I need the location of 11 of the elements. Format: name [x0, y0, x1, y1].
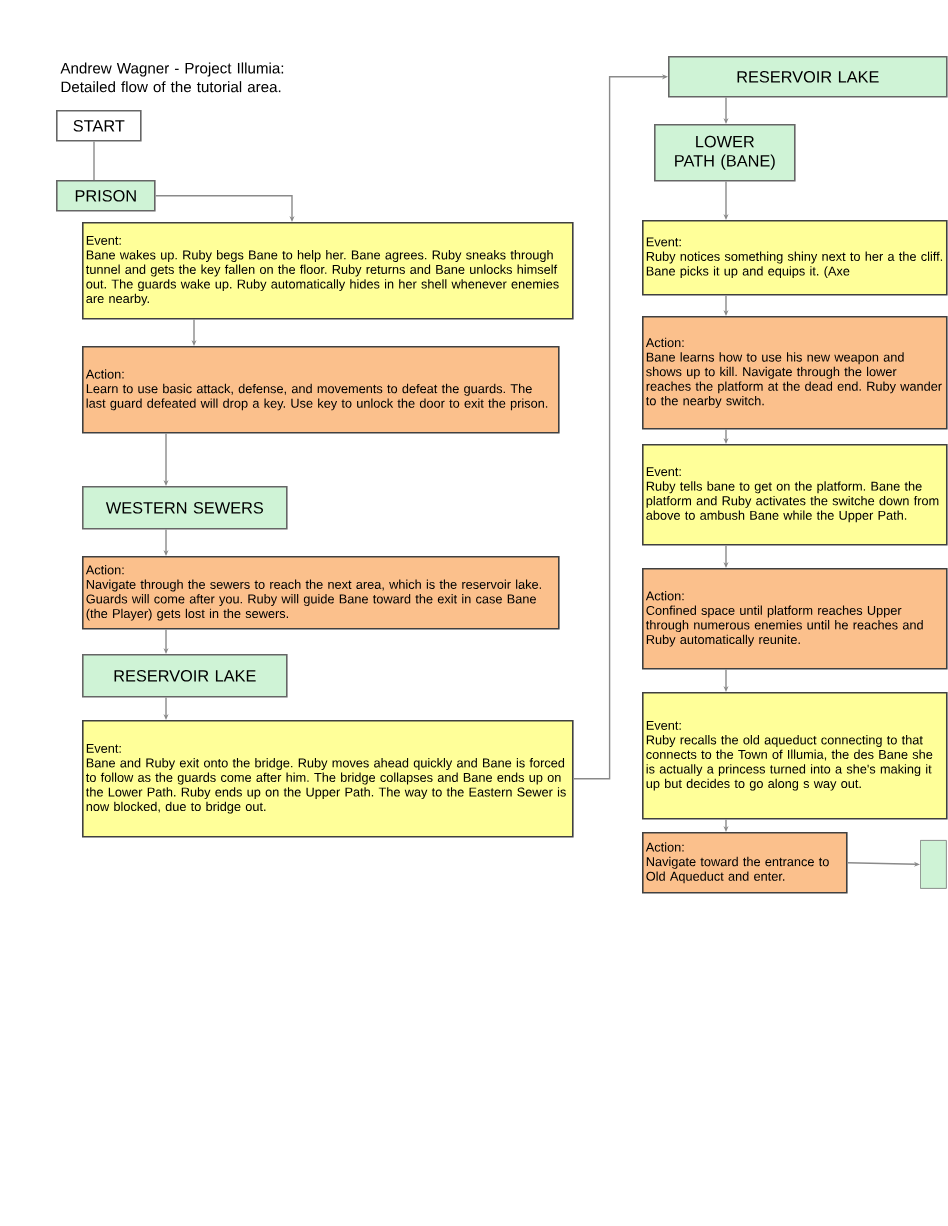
- connector: [846, 861, 920, 867]
- connector: [93, 140, 95, 181]
- location-box: LOWER PATH (BANE): [654, 124, 796, 182]
- connector: [154, 195, 295, 222]
- location-box: WESTERN SEWERS: [82, 486, 288, 530]
- connector: [572, 74, 668, 780]
- location-box: RESERVOIR LAKE: [82, 654, 288, 698]
- location-box: RESERVOIR LAKE: [668, 56, 948, 98]
- location-box: PRISON: [56, 180, 156, 212]
- start-box: START: [56, 110, 142, 142]
- empty-box: [920, 840, 947, 889]
